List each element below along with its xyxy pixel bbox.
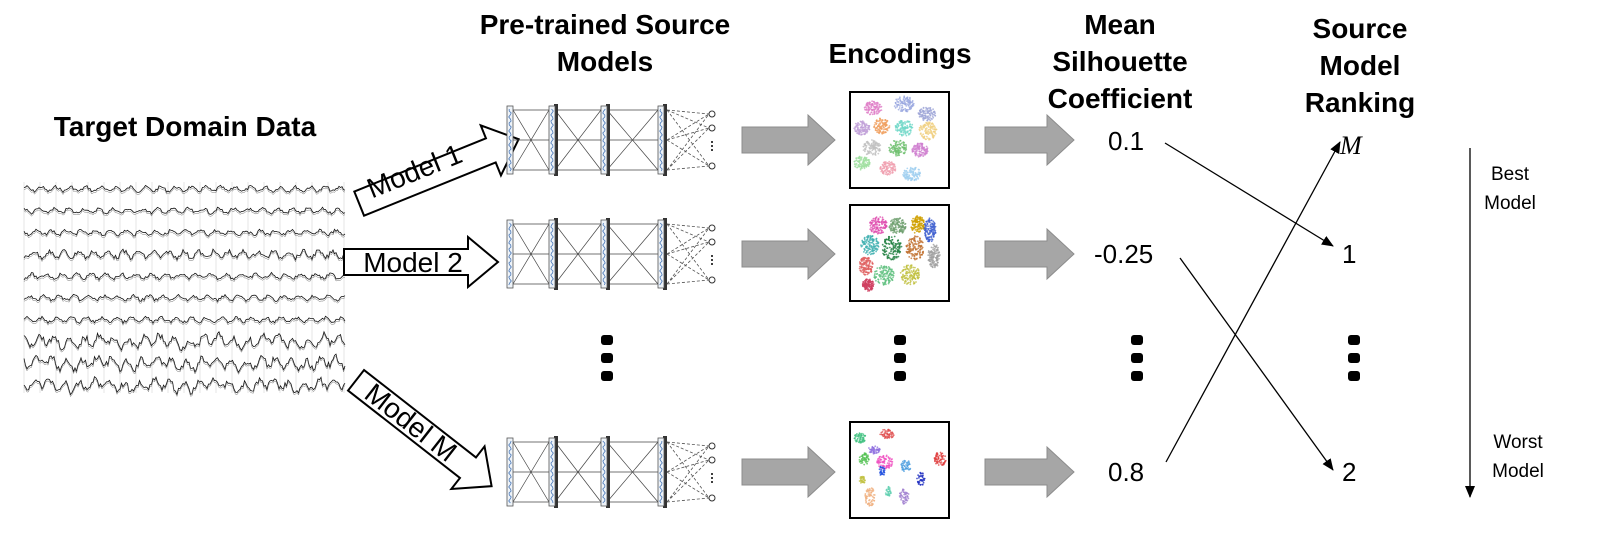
ranking-title-line1: Source [1312, 13, 1408, 44]
encoding-to-coefficient-arrows [984, 113, 1075, 499]
encoding-box-2 [849, 204, 950, 302]
source-networks [506, 104, 716, 508]
rank-label-m: M [1340, 131, 1362, 160]
best-model-note-line1: Best [1490, 164, 1530, 185]
worst-model-note: Worst Model [1478, 428, 1558, 486]
coefficient-model-m: 0.8 [1108, 457, 1145, 487]
encoding-box-1 [849, 91, 950, 189]
rank-label-1: 1 [1342, 239, 1357, 269]
eeg-grid [23, 182, 345, 393]
gray-arrow-2 [741, 227, 836, 281]
gray-arrow-4 [984, 113, 1075, 167]
encodings-title: Encodings [828, 38, 972, 69]
ranking-title: Source Model Ranking [1270, 10, 1450, 121]
silhouette-title: Mean Silhouette Coefficient [1020, 6, 1220, 117]
encodings-ellipsis [894, 335, 906, 381]
line-neg025-to-rank2 [1179, 257, 1334, 471]
source-models-title-line2: Models [556, 46, 654, 77]
gray-arrow-3 [741, 445, 836, 499]
target-domain-data-title: Target Domain Data [53, 111, 317, 142]
rank-label-2: 2 [1342, 457, 1357, 487]
line-08-to-rankM [1165, 141, 1341, 463]
silhouette-title-line2: Silhouette [1052, 46, 1188, 77]
network-icon-2 [506, 218, 716, 290]
model-1-arrow: Model 1 [352, 123, 521, 217]
model-m-label: Model M [359, 377, 463, 468]
models-ellipsis [601, 335, 613, 381]
gray-arrow-1 [741, 113, 836, 167]
network-icon-1 [506, 104, 716, 176]
ranking-lines [1164, 141, 1341, 471]
ranking-ellipsis [1348, 335, 1360, 381]
silhouette-title-line3: Coefficient [1047, 83, 1193, 114]
ranking-title-line3: Ranking [1304, 87, 1416, 118]
source-models-title-line1: Pre-trained Source [479, 9, 731, 40]
worst-model-note-line2: Model [1492, 461, 1544, 482]
network-icon-3 [506, 436, 716, 508]
coefficients-ellipsis [1131, 335, 1143, 381]
coefficient-model-2: -0.25 [1094, 239, 1154, 269]
source-models-title: Pre-trained Source Models [445, 6, 765, 80]
gray-arrow-5 [984, 227, 1075, 281]
encoding-box-m [849, 421, 950, 519]
line-01-to-rank1 [1164, 142, 1334, 247]
model-m-arrow: Model M [346, 368, 493, 491]
model-2-label: Model 2 [363, 247, 463, 278]
best-model-note-line2: Model [1484, 193, 1536, 214]
worst-model-note-line1: Worst [1493, 432, 1543, 453]
eeg-signal-chart [23, 180, 346, 398]
net-to-encoding-arrows [741, 113, 836, 499]
gray-arrow-6 [984, 445, 1075, 499]
silhouette-title-line1: Mean [1084, 9, 1156, 40]
eeg-traces [23, 184, 346, 398]
model-2-arrow: Model 2 [343, 234, 500, 290]
coefficient-model-1: 0.1 [1108, 126, 1145, 156]
best-model-note: Best Model [1470, 160, 1550, 218]
ranking-title-line2: Model [1319, 50, 1401, 81]
